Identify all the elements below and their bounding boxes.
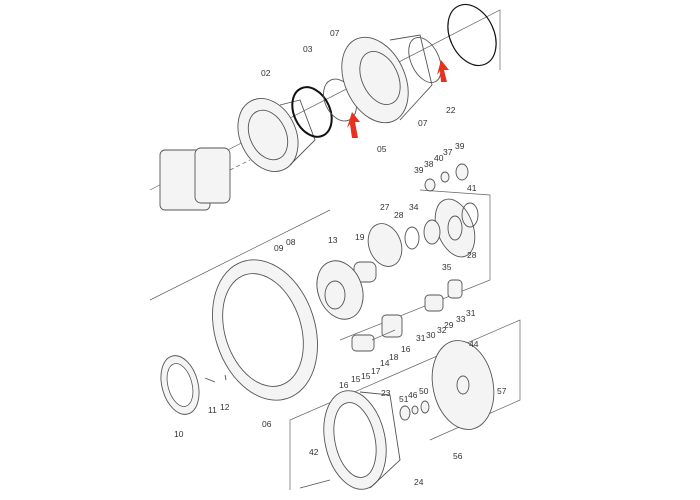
label-38: 38 bbox=[424, 159, 434, 169]
label-23: 23 bbox=[381, 388, 391, 398]
label-28: 28 bbox=[467, 250, 477, 260]
label-27: 27 bbox=[380, 202, 390, 212]
label-09: 09 bbox=[274, 243, 284, 253]
label-24: 24 bbox=[414, 477, 424, 487]
label-07: 07 bbox=[418, 118, 428, 128]
label-37: 37 bbox=[443, 147, 453, 157]
label-51: 51 bbox=[399, 394, 409, 404]
label-32: 32 bbox=[437, 325, 447, 335]
red-arrow-icon bbox=[347, 112, 360, 138]
label-15: 15 bbox=[351, 374, 361, 384]
planet-gear-sets bbox=[351, 279, 463, 352]
label-05: 05 bbox=[377, 144, 387, 154]
label-18: 18 bbox=[389, 352, 399, 362]
label-33: 33 bbox=[456, 314, 466, 324]
part-22-cover bbox=[447, 3, 497, 67]
planetary-carrier-middle bbox=[316, 260, 364, 320]
part-03-seal-ring bbox=[291, 86, 333, 138]
part-10-seal bbox=[160, 355, 227, 415]
label-42: 42 bbox=[309, 447, 319, 457]
part-labels: 02 03 07 05 07 22 39 37 40 38 39 41 27 2… bbox=[174, 28, 507, 487]
label-02: 02 bbox=[261, 68, 271, 78]
label-39: 39 bbox=[414, 165, 424, 175]
label-50: 50 bbox=[419, 386, 429, 396]
label-57: 57 bbox=[497, 386, 507, 396]
label-34: 34 bbox=[409, 202, 419, 212]
label-03: 03 bbox=[303, 44, 313, 54]
planetary-carrier-upper bbox=[353, 163, 479, 283]
part-23-drum bbox=[299, 390, 401, 490]
label-28: 28 bbox=[394, 210, 404, 220]
label-46: 46 bbox=[408, 390, 418, 400]
label-22: 22 bbox=[446, 105, 456, 115]
label-16: 16 bbox=[339, 380, 349, 390]
label-39: 39 bbox=[455, 141, 465, 151]
part-06-ring-gear bbox=[212, 259, 318, 401]
part-05-hub bbox=[341, 34, 433, 124]
label-44: 44 bbox=[469, 339, 479, 349]
label-16: 16 bbox=[401, 344, 411, 354]
label-41: 41 bbox=[467, 183, 477, 193]
label-30: 30 bbox=[426, 330, 436, 340]
label-13: 13 bbox=[328, 235, 338, 245]
part-02-flange bbox=[237, 98, 316, 172]
part-56-cover bbox=[399, 340, 495, 430]
label-40: 40 bbox=[434, 153, 444, 163]
label-14: 14 bbox=[380, 358, 390, 368]
label-31: 31 bbox=[416, 333, 426, 343]
label-08: 08 bbox=[286, 237, 296, 247]
label-56: 56 bbox=[453, 451, 463, 461]
label-12: 12 bbox=[220, 402, 230, 412]
part-07-ring-b bbox=[408, 37, 442, 83]
red-arrow-icon bbox=[437, 60, 449, 82]
label-15: 15 bbox=[361, 371, 371, 381]
label-11: 11 bbox=[208, 405, 217, 415]
label-31: 31 bbox=[466, 308, 476, 318]
label-17: 17 bbox=[371, 366, 381, 376]
label-35: 35 bbox=[442, 262, 452, 272]
label-19: 19 bbox=[355, 232, 365, 242]
label-29: 29 bbox=[444, 320, 454, 330]
label-06: 06 bbox=[262, 419, 272, 429]
hydraulic-motor bbox=[159, 147, 251, 211]
label-07: 07 bbox=[330, 28, 340, 38]
label-10: 10 bbox=[174, 429, 184, 439]
